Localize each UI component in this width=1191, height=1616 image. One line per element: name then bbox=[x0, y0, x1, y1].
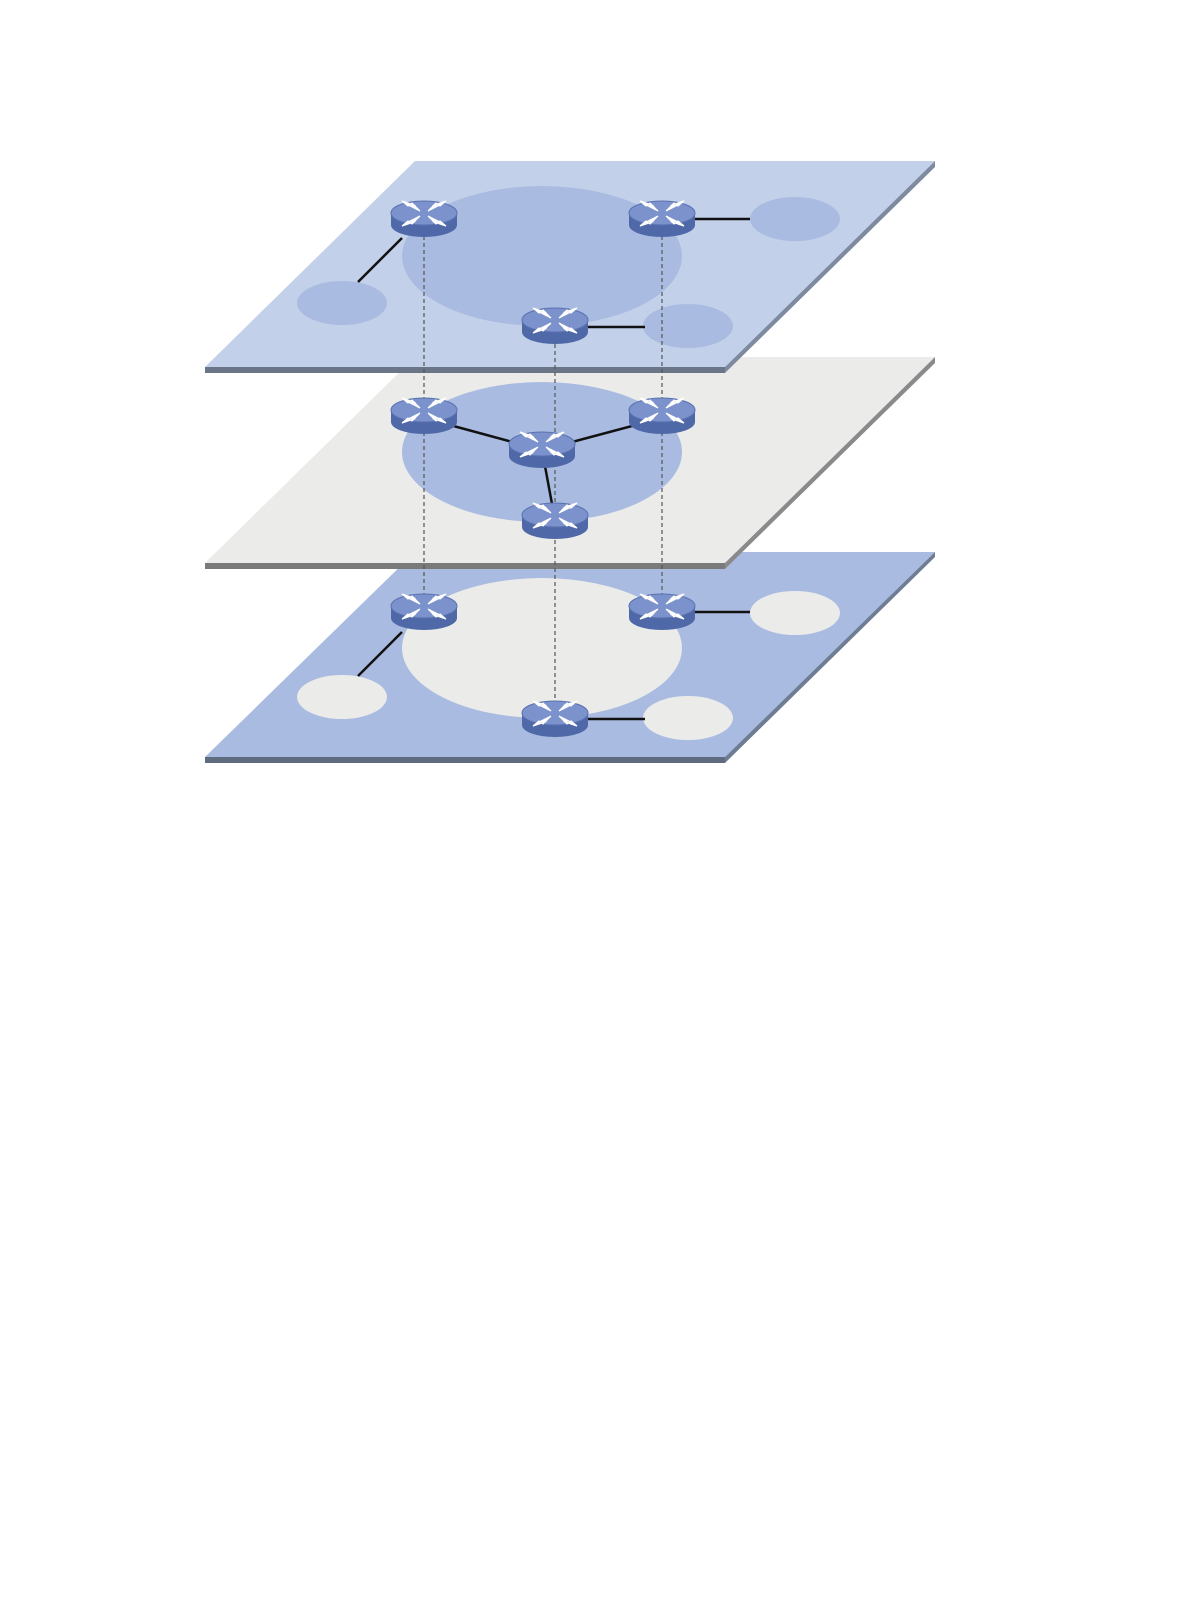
router-icon bbox=[391, 398, 457, 434]
bottom-region-left bbox=[297, 675, 387, 719]
router-icon bbox=[391, 201, 457, 237]
top-region-right bbox=[750, 197, 840, 241]
router-icon bbox=[509, 432, 575, 468]
router-icon bbox=[629, 398, 695, 434]
router-icon bbox=[522, 503, 588, 539]
router-icon bbox=[391, 594, 457, 630]
router-icon bbox=[522, 308, 588, 344]
bottom-region-right bbox=[750, 591, 840, 635]
top-region-left bbox=[297, 281, 387, 325]
router-icon bbox=[522, 701, 588, 737]
router-icon bbox=[629, 594, 695, 630]
router-icon bbox=[629, 201, 695, 237]
bottom-region-bottom bbox=[643, 696, 733, 740]
top-region-bottom bbox=[643, 304, 733, 348]
